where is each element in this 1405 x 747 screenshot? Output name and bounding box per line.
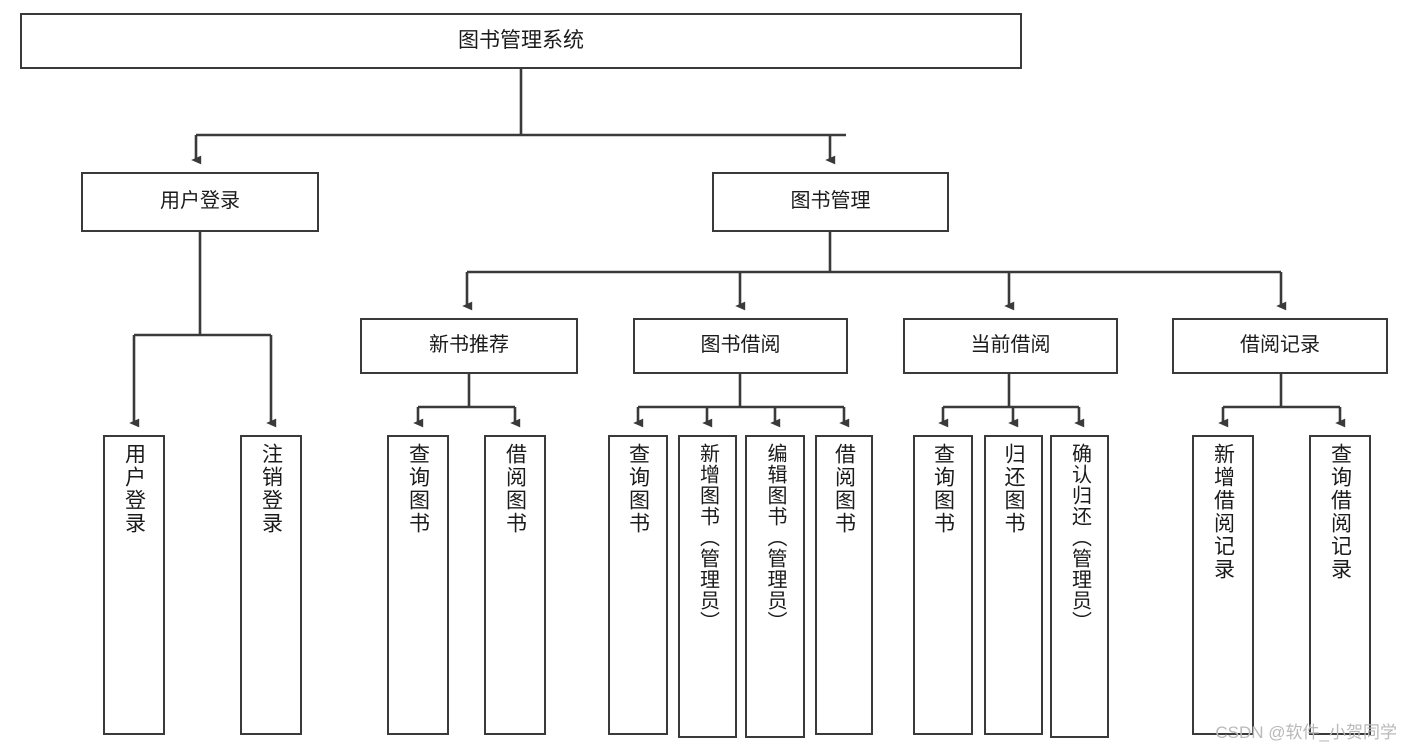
node-new-book-rec[interactable]: 新书推荐 [360,318,578,374]
node-leaf-add-record[interactable]: 新增借阅记录 [1192,435,1254,735]
node-book-borrow[interactable]: 图书借阅 [633,318,848,374]
csdn-watermark: CSDN @软件_小贺同学 [1215,723,1397,742]
node-borrow-record[interactable]: 借阅记录 [1172,318,1388,374]
node-leaf-add-book[interactable]: 新增图书（管理员） [678,435,737,738]
node-book-manage-label: 图书管理 [790,190,871,213]
node-leaf-borrow-book-2[interactable]: 借阅图书 [815,435,873,735]
node-borrow-record-label: 借阅记录 [1240,334,1320,357]
node-leaf-add-book-label: 新增图书（管理员） [696,443,719,632]
node-book-manage[interactable]: 图书管理 [712,172,949,232]
node-leaf-add-record-label: 新增借阅记录 [1211,443,1235,581]
node-leaf-return-book-label: 归还图书 [1002,443,1025,535]
node-leaf-user-login[interactable]: 用户登录 [103,435,165,735]
node-leaf-query-record[interactable]: 查询借阅记录 [1309,435,1371,735]
node-leaf-confirm-return[interactable]: 确认归还（管理员） [1050,435,1109,738]
node-book-borrow-label: 图书借阅 [700,334,781,357]
node-leaf-query-book-3[interactable]: 查询图书 [913,435,973,735]
node-leaf-query-record-label: 查询借阅记录 [1328,443,1352,581]
node-leaf-edit-book-label: 编辑图书（管理员） [764,443,786,632]
node-leaf-query-book-3-label: 查询图书 [931,443,955,535]
node-current-borrow[interactable]: 当前借阅 [903,318,1118,374]
node-leaf-logout[interactable]: 注销登录 [240,435,302,735]
node-leaf-query-book-1[interactable]: 查询图书 [387,435,449,735]
node-leaf-borrow-book-1-label: 借阅图书 [503,443,527,535]
node-current-borrow-label: 当前借阅 [970,334,1051,357]
node-leaf-edit-book[interactable]: 编辑图书（管理员） [745,435,805,738]
node-leaf-borrow-book-1[interactable]: 借阅图书 [484,435,546,735]
node-user-login[interactable]: 用户登录 [81,172,319,232]
node-leaf-logout-label: 注销登录 [259,443,283,535]
node-root[interactable]: 图书管理系统 [20,13,1022,69]
node-leaf-confirm-return-label: 确认归还（管理员） [1068,443,1091,632]
node-leaf-query-book-2[interactable]: 查询图书 [608,435,668,735]
node-new-book-rec-label: 新书推荐 [429,334,509,357]
node-user-login-label: 用户登录 [160,190,240,213]
node-leaf-borrow-book-2-label: 借阅图书 [832,443,856,535]
node-leaf-return-book[interactable]: 归还图书 [984,435,1043,735]
node-leaf-query-book-2-label: 查询图书 [626,443,650,535]
node-leaf-query-book-1-label: 查询图书 [406,443,430,535]
node-leaf-user-login-label: 用户登录 [122,443,146,535]
node-root-label: 图书管理系统 [458,28,584,52]
